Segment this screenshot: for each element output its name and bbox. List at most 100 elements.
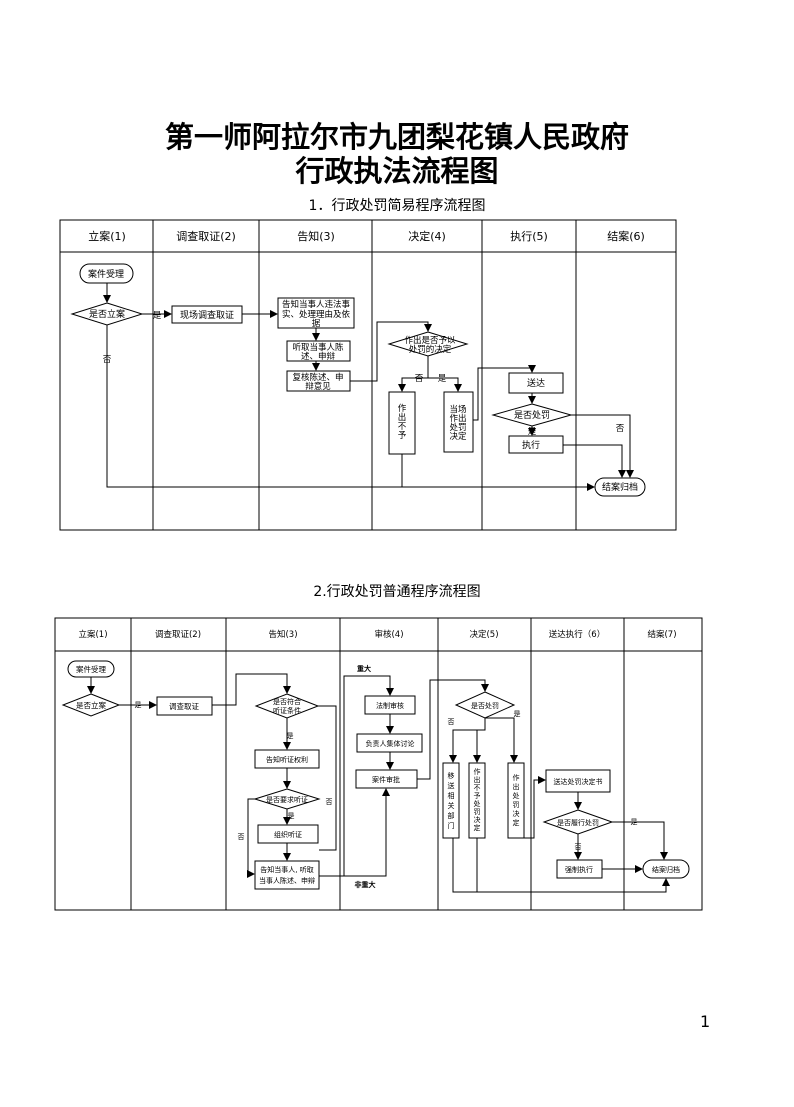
node-label: 送 [448,781,455,790]
col-header: 决定(4) [408,229,446,243]
node-label: 告知当事人, 听取 [260,865,313,874]
node-label: 是否处罚 [471,701,499,710]
page-number: 1 [700,1012,711,1031]
node-label: 实、处理理由及依 [282,309,351,320]
chart2-frame [54,617,703,911]
node-label: 出 [474,775,481,784]
connector [473,365,536,421]
chart1-frame [59,219,677,531]
node-label: 告知当事人违法事 [282,299,351,310]
node-label: 相 [448,791,455,800]
penalty-decision-node [507,762,525,839]
edge-label: 否 [448,718,455,726]
connector [398,377,428,392]
node-label: 是否处罚 [514,409,550,421]
node-label: 罚 [474,808,481,816]
connector [212,673,291,706]
node-label: 辩意见 [305,381,331,392]
node-label: 罚 [513,801,520,809]
doc-title-line2: 行政执法流程图 [295,154,499,188]
edge-label: 是 [631,818,638,826]
col-header: 调查取证(2) [155,629,201,640]
node-label: 法制审核 [376,701,404,710]
edge-label: 否 [616,424,625,434]
notify-party-node [254,860,320,890]
node-label: 负责人集体讨论 [366,739,415,748]
node-label: 据 [312,318,321,329]
node-label: 强制执行 [565,865,593,874]
node-label: 送达 [527,377,545,389]
node-label: 结案归档 [602,481,638,493]
connector [428,377,462,392]
transfer-department-node [442,762,460,839]
node-label: 案件受理 [76,664,106,674]
col-header: 结案(7) [647,629,676,640]
general-procedure-chart [54,617,703,911]
node-label: 现场调查取证 [180,309,234,321]
edge-label: 重大 [357,664,371,673]
node-label: 作 [513,773,520,782]
file-case-decision [61,693,121,717]
onsite-penalty-decision-node [443,391,474,453]
node-label: 是否履行处罚 [557,818,599,827]
col-header: 立案(1) [88,229,126,243]
node-label: 案件审批 [372,775,400,784]
deliver-node [508,372,564,394]
edge-label: 否 [575,843,582,851]
connector [485,717,518,763]
connector [563,444,626,478]
node-label: 不 [398,422,407,432]
node-label: 部 [448,811,455,820]
node-label: 决 [474,815,481,824]
node-label: 当事人陈述、申辩 [259,876,315,885]
connector [106,325,595,491]
node-label: 予 [398,431,407,441]
col-header: 审核(4) [374,629,403,640]
node-label: 门 [448,821,455,830]
connector [571,414,634,478]
organize-hearing-node [257,824,319,844]
connector [612,821,668,860]
section2-heading: 2.行政处罚普通程序流程图 [313,584,481,600]
edge-label: 是 [288,812,295,820]
node-label: 告知听证权利 [266,755,308,764]
node-label: 出 [398,412,407,423]
node-label: 处 [513,791,520,800]
edge-label: 是 [514,710,521,718]
node-label: 复核陈述、申 [292,372,343,383]
hear-statement-node [286,340,351,362]
node-label: 是否立案 [89,308,125,320]
node-label: 执行 [522,439,540,451]
section1-heading: 1．行政处罚简易程序流程图 [308,198,486,214]
investigation-node [156,696,213,716]
col-header: 送达执行（6） [549,629,605,640]
edge-label: 否 [326,798,333,806]
connector [453,729,481,763]
connector [319,675,394,877]
connector [452,838,670,893]
edge-label: 是 [287,732,294,740]
col-header: 告知(3) [297,229,335,243]
edge-label: 是 [153,311,162,321]
node-label: 予 [474,792,481,800]
node-label: 作出 [449,413,466,424]
edge-label: 是 [438,374,447,384]
node-label: 定 [474,823,481,832]
node-label: 作 [398,403,407,414]
doc-title-line1: 第一师阿拉尔市九团梨花镇人民政府 [164,120,629,154]
node-label: 作 [474,767,481,776]
node-label: 是否要求听证 [266,795,308,804]
col-header: 决定(5) [469,629,498,640]
node-label: 当场 [449,404,466,415]
connector [247,798,255,878]
node-label: 处罚 [449,422,466,433]
col-header: 结案(6) [607,229,645,243]
node-label: 案件受理 [88,268,124,280]
simple-procedure-chart [59,219,677,531]
connector [449,718,486,763]
node-label: 述、申辩 [301,351,336,362]
edge-label: 否 [103,355,112,365]
node-label: 不 [474,784,481,792]
col-header: 立案(1) [78,629,107,640]
